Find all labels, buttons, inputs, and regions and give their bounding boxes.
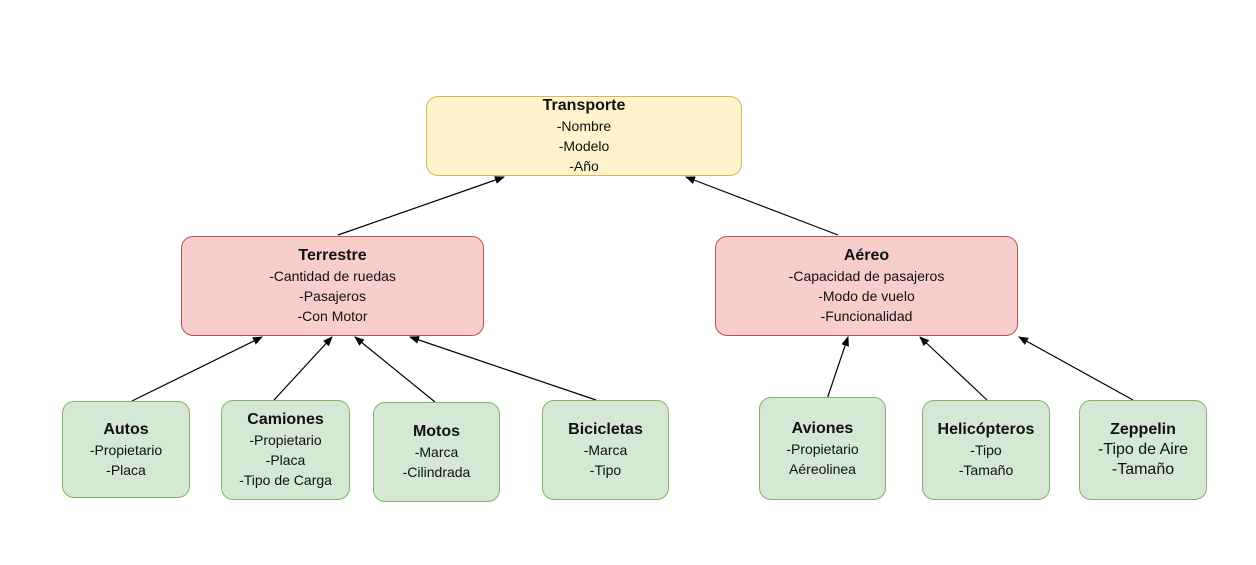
edge-autos-terrestre <box>131 336 263 402</box>
edge-zeppelin-aereo <box>1018 336 1134 401</box>
node-title: Autos <box>103 420 149 438</box>
node-title: Bicicletas <box>568 421 643 438</box>
node-helicopteros[interactable]: Helicópteros -Tipo -Tamaño <box>922 400 1050 500</box>
edge-aviones-aereo <box>825 336 849 403</box>
node-attribute: -Placa <box>106 461 146 478</box>
node-attribute: -Tamaño <box>1111 461 1175 478</box>
edge-camiones-terrestre <box>273 336 333 401</box>
node-autos[interactable]: Autos -Propietario -Placa <box>62 401 190 498</box>
node-attribute: Aéreolinea <box>789 460 856 477</box>
node-camiones[interactable]: Camiones -Propietario -Placa -Tipo de Ca… <box>221 400 350 500</box>
node-title: Camiones <box>247 411 324 428</box>
node-attribute: -Nombre <box>556 118 612 134</box>
node-title: Terrestre <box>298 247 367 264</box>
node-title: Zeppelin <box>1110 421 1176 438</box>
node-title: Motos <box>412 423 461 440</box>
node-transporte[interactable]: Transporte -Nombre -Modelo -Año <box>426 96 742 176</box>
node-attribute: -Cilindrada <box>402 464 471 480</box>
node-aviones[interactable]: Aviones -Propietario Aéreolinea <box>759 397 886 500</box>
node-attribute: -Propietario <box>89 441 163 458</box>
node-attribute: -Tamaño <box>958 462 1014 478</box>
edge-motos-terrestre <box>354 336 436 403</box>
node-attribute: -Tipo de Aire <box>1097 441 1189 458</box>
node-attribute: -Propietario <box>249 432 322 448</box>
node-attribute: -Modelo <box>558 138 610 154</box>
edge-bicicletas-terrestre <box>409 336 597 401</box>
node-attribute: -Marca <box>583 442 628 458</box>
node-motos[interactable]: Motos -Marca -Cilindrada <box>373 402 500 502</box>
node-bicicletas[interactable]: Bicicletas -Marca -Tipo <box>542 400 669 500</box>
edge-helicopteros-aereo <box>919 336 988 401</box>
edge-aereo-transporte <box>685 176 839 236</box>
node-attribute: -Placa <box>265 452 306 468</box>
node-terrestre[interactable]: Terrestre -Cantidad de ruedas -Pasajeros… <box>181 236 484 336</box>
node-attribute: -Marca <box>414 444 459 460</box>
node-attribute: -Año <box>569 158 599 174</box>
edge-terrestre-transporte <box>337 176 505 236</box>
node-attribute: -Tipo de Carga <box>239 472 332 488</box>
node-attribute: -Con Motor <box>297 308 368 324</box>
node-title: Transporte <box>542 97 626 114</box>
node-attribute: -Cantidad de ruedas <box>269 268 396 284</box>
node-attribute: -Funcionalidad <box>820 308 913 324</box>
node-title: Helicópteros <box>937 421 1035 438</box>
node-attribute: -Capacidad de pasajeros <box>788 268 945 284</box>
node-title: Aviones <box>791 419 854 437</box>
node-attribute: -Modo de vuelo <box>818 288 915 304</box>
node-attribute: -Tipo <box>589 462 622 478</box>
node-zeppelin[interactable]: Zeppelin -Tipo de Aire -Tamaño <box>1079 400 1207 500</box>
node-attribute: -Propietario <box>786 440 859 457</box>
node-attribute: -Pasajeros <box>299 288 366 304</box>
node-title: Aéreo <box>843 247 890 264</box>
node-aereo[interactable]: Aéreo -Capacidad de pasajeros -Modo de v… <box>715 236 1018 336</box>
node-attribute: -Tipo <box>970 442 1002 458</box>
